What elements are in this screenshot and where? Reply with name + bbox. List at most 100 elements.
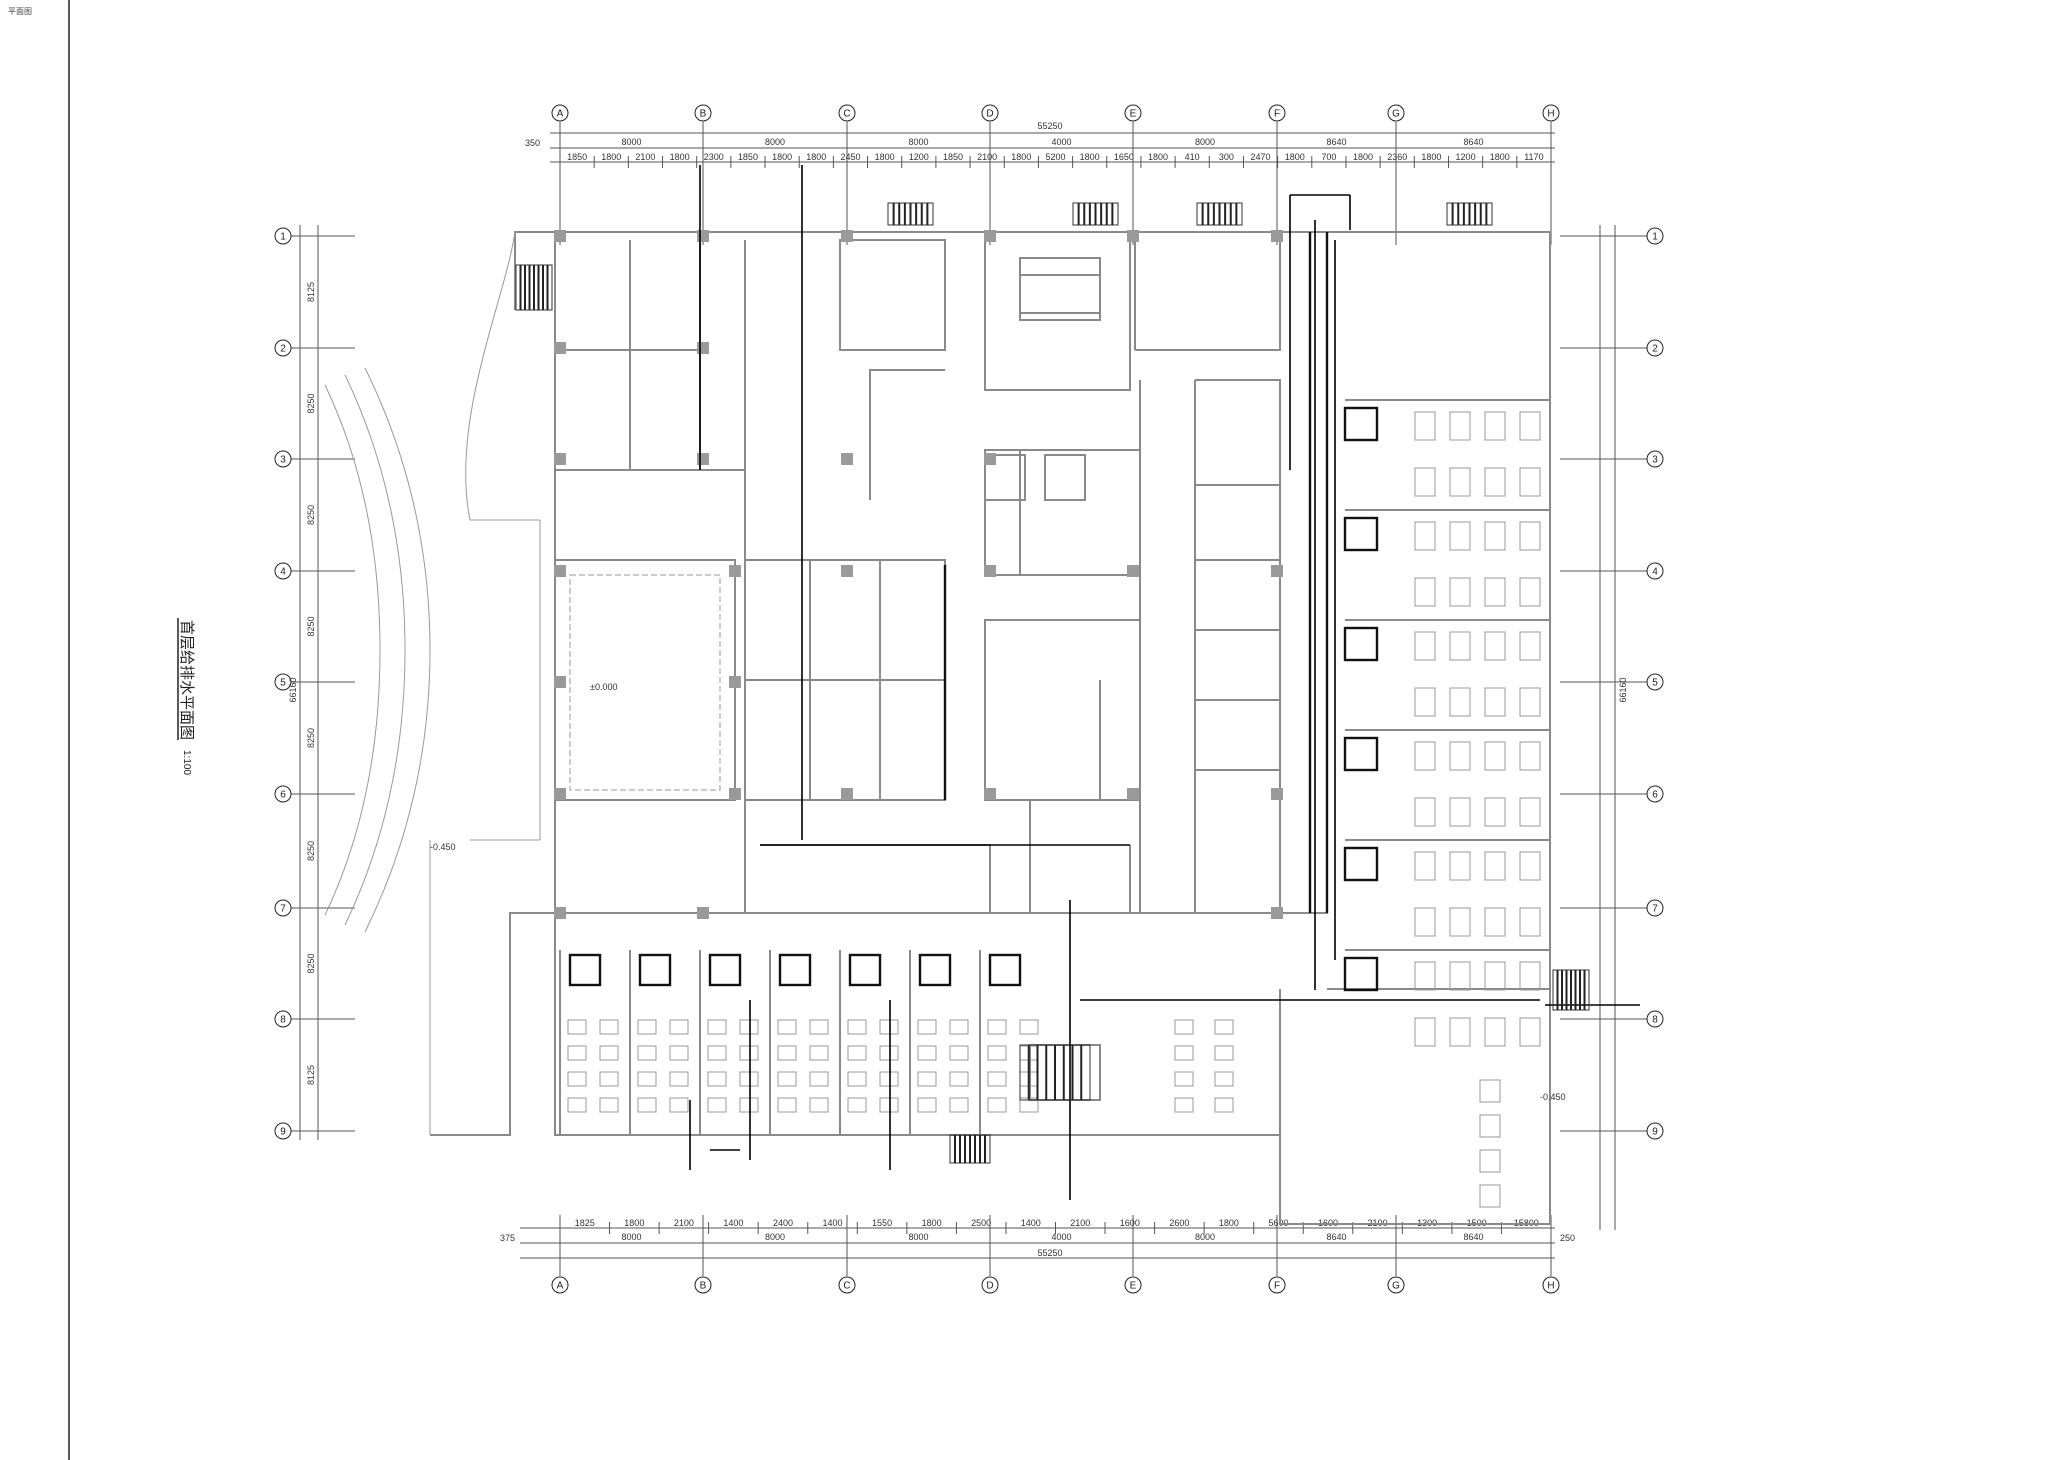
dim-detail-top: 1800 [1421, 152, 1441, 162]
bed-symbol [1214, 1071, 1234, 1087]
bathroom-fixture [1343, 406, 1379, 442]
bed-symbol [1519, 411, 1541, 441]
bed-symbol [1214, 1097, 1234, 1113]
bed-symbol [987, 1019, 1007, 1035]
axis-bubble [274, 673, 292, 691]
axis-label: G [1392, 109, 1400, 120]
bathroom-fixture [1343, 846, 1379, 882]
axis-bubble [274, 899, 292, 917]
bed-symbol [1519, 851, 1541, 881]
dim-detail-bottom: 1825 [575, 1218, 595, 1228]
water-supply-pipes [689, 165, 1640, 1200]
axis-bubble [274, 562, 292, 580]
bed-symbol [1449, 631, 1471, 661]
bed-symbol [1174, 1097, 1194, 1113]
axis-bubble [274, 785, 292, 803]
dim-detail-top: 1800 [1011, 152, 1031, 162]
column [554, 342, 566, 354]
dim-bay-bottom: 8000 [1195, 1232, 1215, 1242]
bed-symbol [707, 1045, 727, 1061]
bed-symbol [567, 1019, 587, 1035]
dim-total-top: 55250 [1037, 121, 1062, 131]
dim-bay-left: 8250 [306, 616, 316, 636]
axis-label: 2 [1652, 344, 1658, 355]
bed-symbol [669, 1019, 689, 1035]
axis-bubble [838, 104, 856, 122]
bed-symbol [1414, 961, 1436, 991]
axis-label: F [1274, 109, 1280, 120]
dim-detail-top: 1800 [1080, 152, 1100, 162]
bed-symbol [949, 1071, 969, 1087]
dim-detail-top: 1800 [1148, 152, 1168, 162]
bed-symbol [1484, 577, 1506, 607]
bed-symbol [1449, 741, 1471, 771]
dim-total-left: 66160 [288, 677, 298, 702]
dim-bay-bottom: 8000 [621, 1232, 641, 1242]
stair [887, 202, 934, 226]
dim-detail-top: 1800 [670, 152, 690, 162]
bed-symbol [777, 1097, 797, 1113]
dim-offset-bottom-left: 375 [500, 1233, 515, 1243]
bed-symbol [637, 1097, 657, 1113]
bed-symbol [567, 1097, 587, 1113]
dim-detail-top: 300 [1219, 152, 1234, 162]
axis-label: A [557, 1281, 564, 1292]
axis-label: 3 [280, 455, 286, 466]
bathroom-fixture [918, 953, 952, 987]
dim-bay-top: 8640 [1326, 137, 1346, 147]
axis-label: 4 [280, 567, 286, 578]
axis-bubble [981, 1276, 999, 1294]
axis-bubble [551, 104, 569, 122]
bed-symbol [637, 1045, 657, 1061]
axis-bubble [1268, 1276, 1286, 1294]
bed-symbol [1414, 521, 1436, 551]
dim-detail-top: 1800 [1285, 152, 1305, 162]
dim-detail-top: 1800 [601, 152, 621, 162]
dim-bay-left: 8125 [306, 1065, 316, 1085]
dim-detail-bottom: 1400 [723, 1218, 743, 1228]
axis-label: A [557, 109, 564, 120]
dim-bay-bottom: 8640 [1326, 1232, 1346, 1242]
bed-symbol [707, 1097, 727, 1113]
bed-symbol [669, 1071, 689, 1087]
axis-label: D [986, 109, 993, 120]
dim-detail-bottom: 5600 [1268, 1218, 1288, 1228]
bed-symbol [1484, 1017, 1506, 1047]
dim-bay-top: 8000 [1195, 137, 1215, 147]
bed-symbol [739, 1045, 759, 1061]
dim-total-bottom: 55250 [1037, 1248, 1062, 1258]
stair [1019, 1044, 1091, 1101]
bed-symbol [599, 1097, 619, 1113]
bed-symbol [809, 1071, 829, 1087]
dim-bay-bottom: 8000 [765, 1232, 785, 1242]
axis-bubble [1646, 562, 1664, 580]
column [1271, 788, 1283, 800]
bed-symbol [1519, 1017, 1541, 1047]
axis-label: B [700, 1281, 707, 1292]
dim-bay-top: 8640 [1463, 137, 1483, 147]
column [1271, 565, 1283, 577]
bathroom-fixture [708, 953, 742, 987]
dim-offset-top: 350 [525, 138, 540, 148]
column [1271, 230, 1283, 242]
bed-symbol [949, 1045, 969, 1061]
dim-detail-bottom: 1800 [1219, 1218, 1239, 1228]
bed-symbol [1479, 1079, 1501, 1103]
svg-text:首层给排水平面图: 首层给排水平面图 [178, 620, 196, 740]
dim-detail-top: 1650 [1114, 152, 1134, 162]
axis-bubble [551, 1276, 569, 1294]
dim-bay-left: 8250 [306, 841, 316, 861]
bed-symbol [777, 1019, 797, 1035]
dim-detail-top: 2360 [1387, 152, 1407, 162]
axis-bubble [1646, 227, 1664, 245]
dim-detail-top: 1850 [738, 152, 758, 162]
bed-symbol [1484, 521, 1506, 551]
column [841, 565, 853, 577]
bed-symbol [1484, 907, 1506, 937]
bed-symbol [847, 1045, 867, 1061]
bathroom-fixture [1343, 956, 1379, 992]
bed-symbol [707, 1071, 727, 1087]
dim-detail-top: 2470 [1251, 152, 1271, 162]
bed-symbol [987, 1045, 1007, 1061]
bed-symbol [1414, 1017, 1436, 1047]
